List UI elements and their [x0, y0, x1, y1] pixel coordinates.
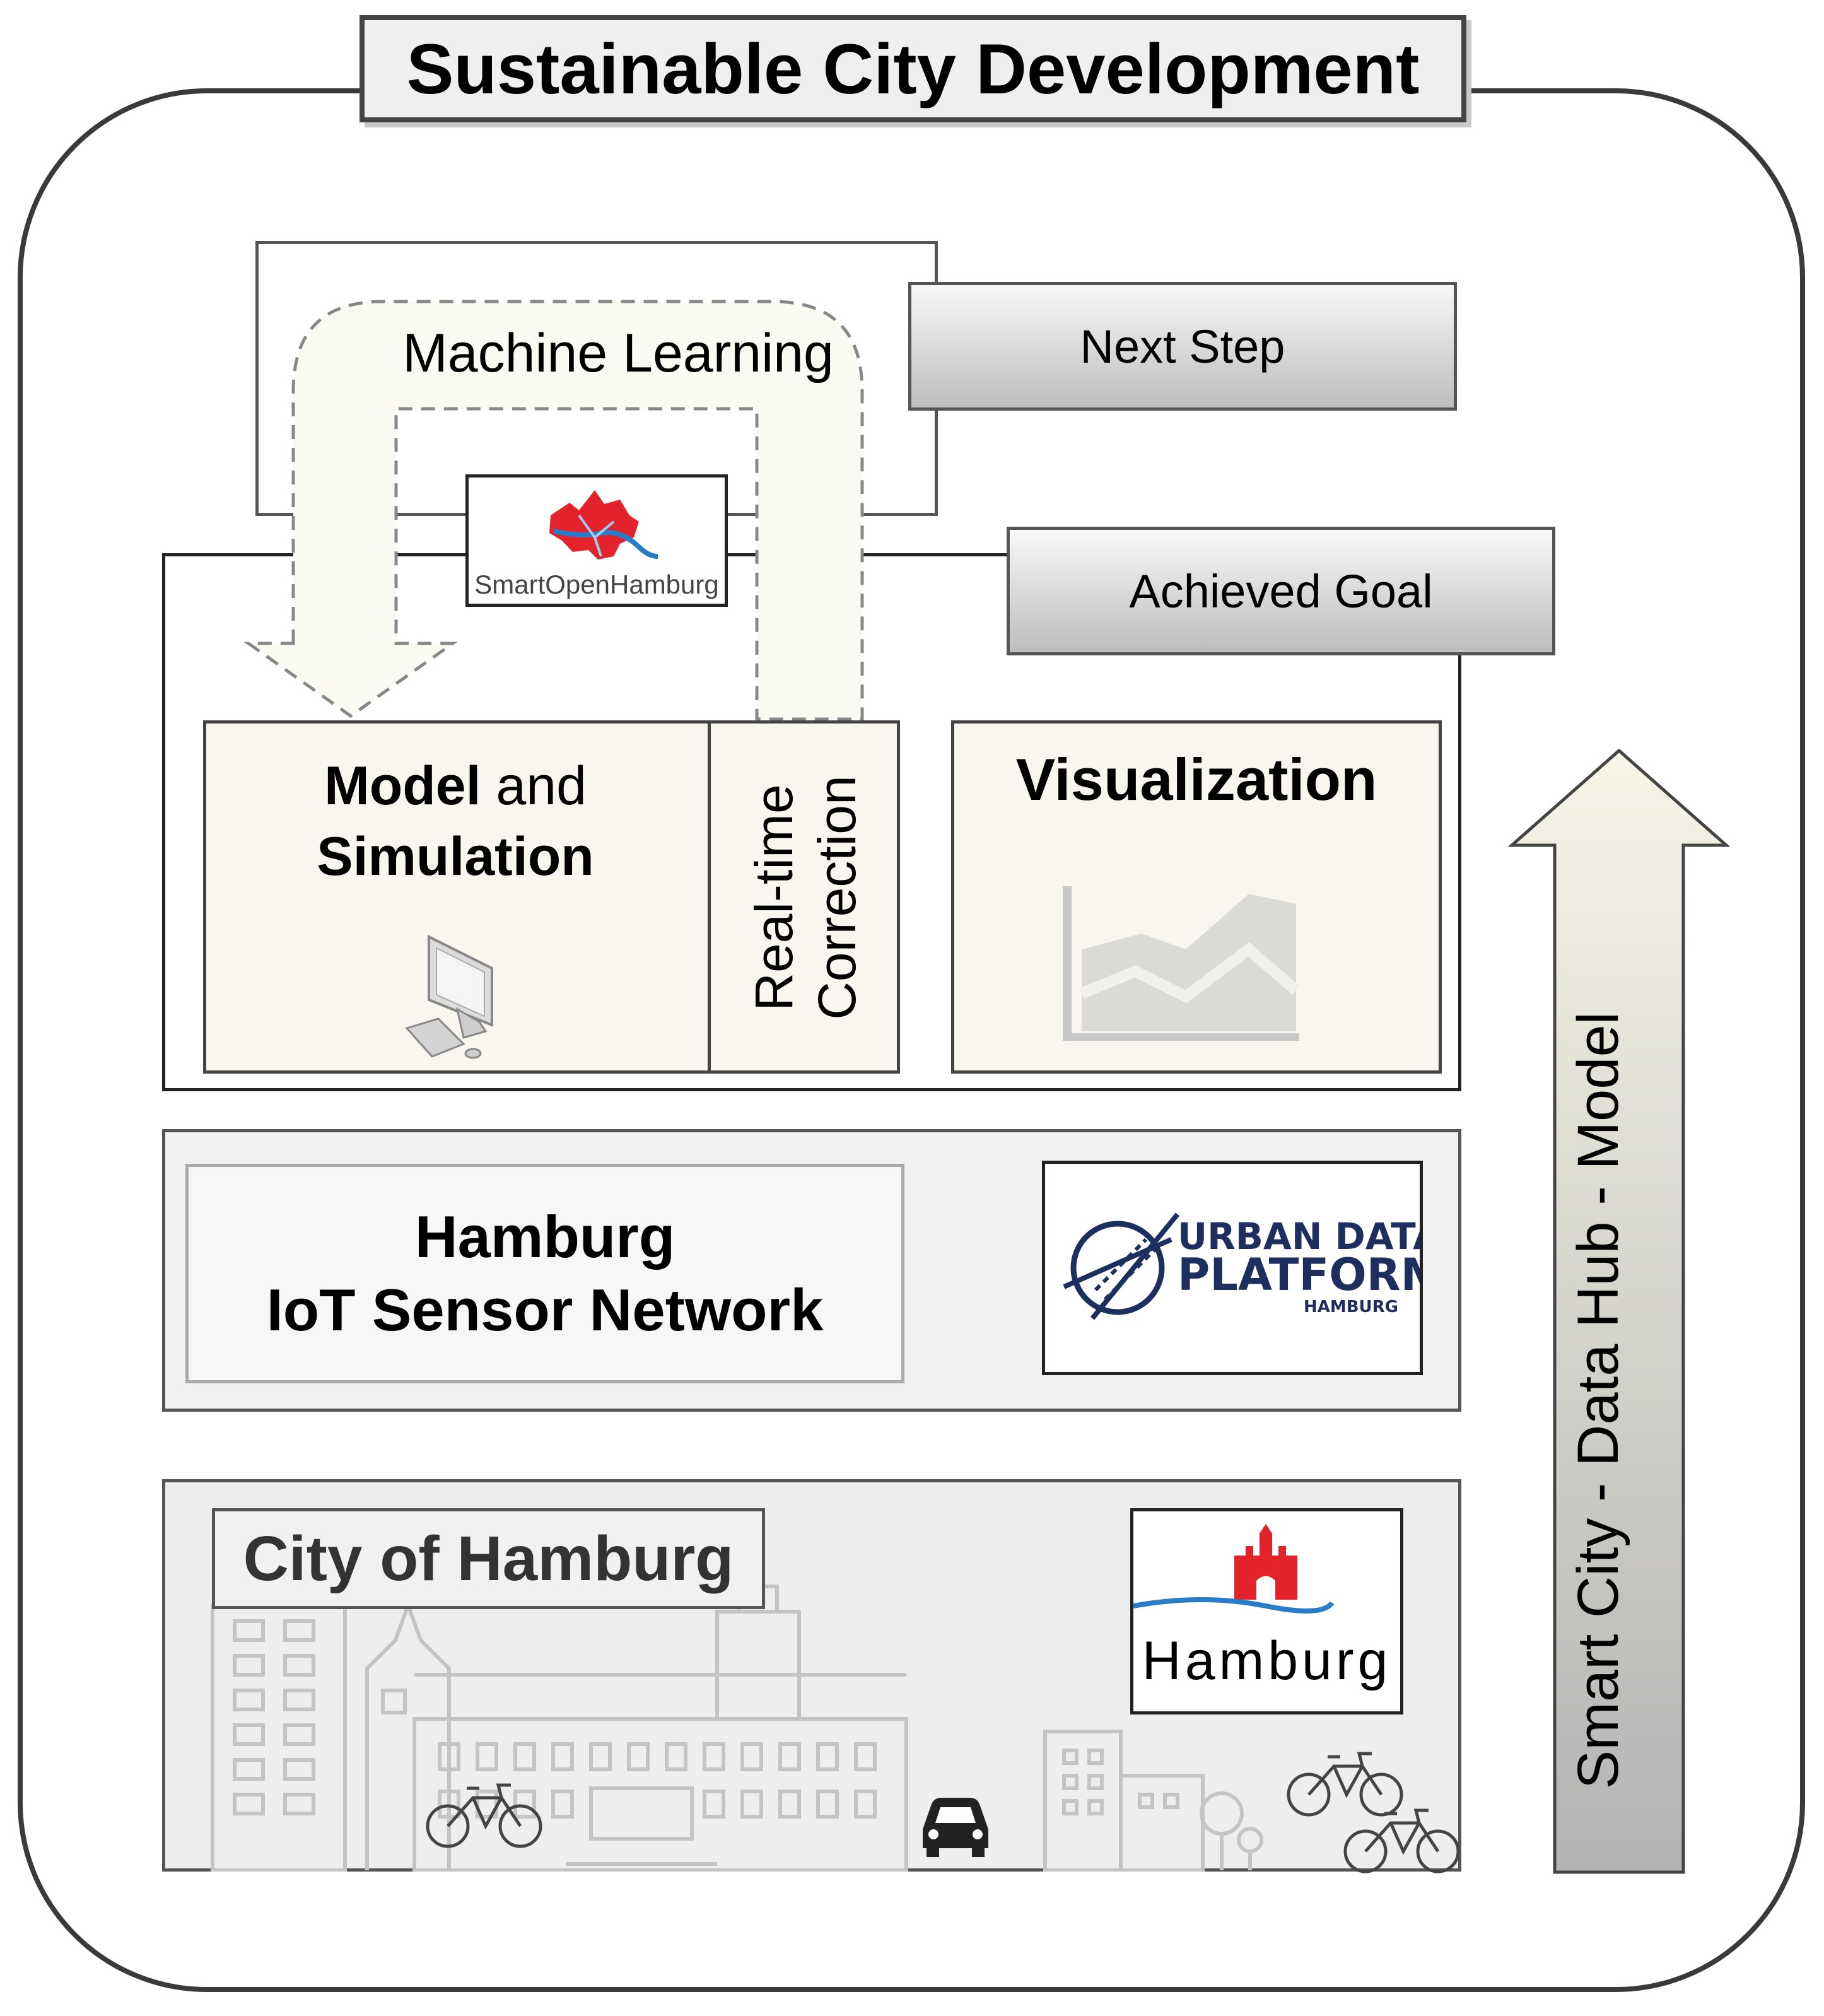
urban-data-platform-graphic: URBAN DATA PLATFORM HAMBURG	[1063, 1212, 1444, 1320]
diagram-title-text: Sustainable City Development	[406, 29, 1420, 108]
model-title-and: and	[481, 756, 587, 816]
model-title-bold: Model	[324, 756, 481, 816]
iot-line-2: IoT Sensor Network	[266, 1277, 824, 1343]
urban-data-platform-logo: URBAN DATA PLATFORM HAMBURG	[1042, 1161, 1444, 1375]
real-time-correction-text: Real-time Correction	[744, 775, 867, 1019]
next-step-label: Next Step	[1080, 320, 1285, 373]
smart-open-hamburg-logo: SmartOpenHamburg	[465, 474, 728, 607]
smart-open-hamburg-text: SmartOpenHamburg	[474, 570, 719, 599]
iot-sensor-network-box: Hamburg IoT Sensor Network	[185, 1164, 904, 1383]
city-of-hamburg-label: City of Hamburg	[212, 1508, 765, 1609]
udp-line-2: PLATFORM	[1178, 1249, 1420, 1301]
hamburg-logo-text: Hamburg	[1142, 1631, 1392, 1691]
bicycle-icon-3	[1343, 1808, 1460, 1873]
simulation-title-bold: Simulation	[317, 826, 594, 887]
bicycle-icon-2	[1287, 1752, 1403, 1817]
iot-line-1: Hamburg	[414, 1204, 675, 1270]
hamburg-castle-icon	[1133, 1524, 1335, 1614]
diagram-title: Sustainable City Development	[360, 15, 1466, 122]
car-icon	[923, 1798, 988, 1857]
achieved-goal-label: Achieved Goal	[1129, 565, 1433, 618]
visualization-title: Visualization	[1015, 746, 1377, 812]
smart-city-arrow-label: Smart City - Data Hub - Model	[1566, 1012, 1630, 1789]
correction-line: Correction	[807, 775, 867, 1019]
computer-icon	[405, 934, 493, 1059]
udp-line-3: HAMBURG	[1304, 1298, 1398, 1316]
hamburg-city-logo: Hamburg	[1130, 1508, 1403, 1714]
building-windows	[233, 1619, 315, 1815]
smart-city-arrow-text: Smart City - Data Hub - Model	[1566, 1012, 1630, 1789]
next-step-legend: Next Step	[908, 282, 1457, 411]
city-skyline-illustration	[211, 1585, 1263, 1872]
machine-learning-label: Machine Learning	[402, 323, 834, 384]
udp-line-1: URBAN DATA	[1178, 1215, 1420, 1258]
hamburg-map-icon	[549, 490, 658, 560]
achieved-goal-legend: Achieved Goal	[1007, 527, 1555, 655]
model-simulation-title: Model and Simulation	[203, 751, 708, 892]
area-chart-icon	[1063, 886, 1300, 1041]
real-time-line: Real-time	[744, 784, 804, 1011]
bicycle-icon	[426, 1783, 542, 1848]
real-time-correction-panel	[708, 720, 900, 1074]
